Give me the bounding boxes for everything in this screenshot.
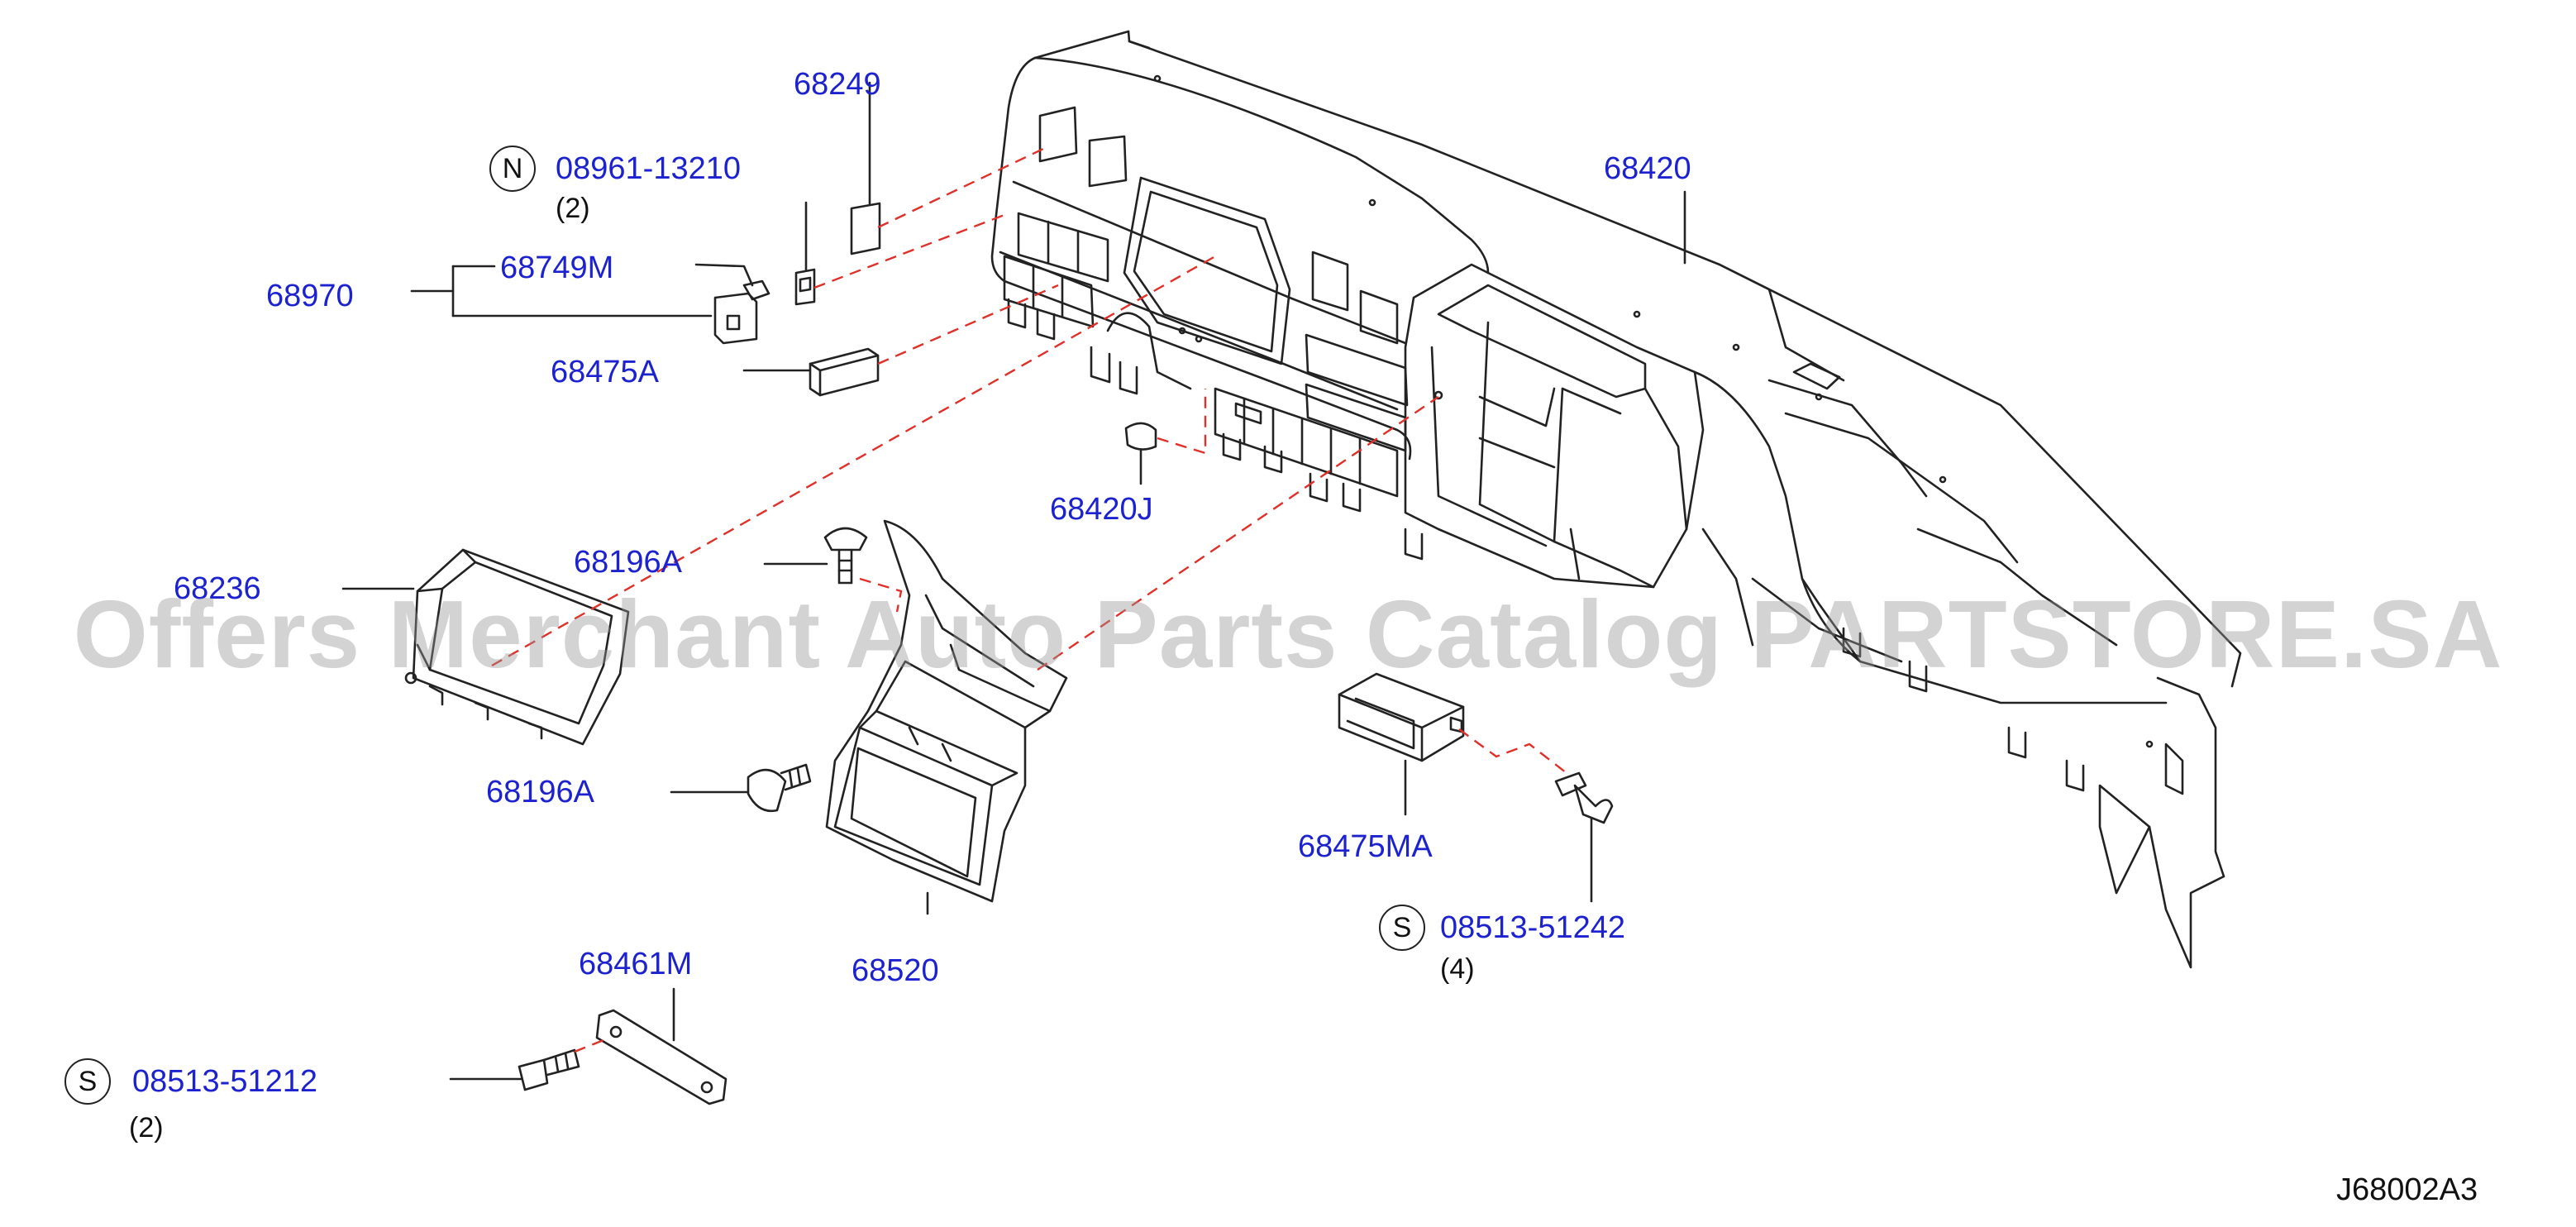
part-label-68970[interactable]: 68970 <box>266 279 354 313</box>
part-label-08961-13210[interactable]: 08961-13210 <box>556 151 741 186</box>
diagram-code: J68002A3 <box>2336 1172 2478 1207</box>
part-label-08513-51242[interactable]: 08513-51242 <box>1440 910 1625 945</box>
part-label-68249[interactable]: 68249 <box>794 67 881 102</box>
badge-s-08513-51242: S <box>1379 905 1425 951</box>
qty-08961-13210: (2) <box>556 193 590 224</box>
badge-s-08513-51212: S <box>64 1058 111 1105</box>
part-label-68420[interactable]: 68420 <box>1604 151 1691 186</box>
screw-68196A-upper-shape <box>823 527 868 551</box>
part-label-68236[interactable]: 68236 <box>174 571 261 606</box>
part-label-68420J[interactable]: 68420J <box>1050 492 1153 527</box>
part-68420J-shape <box>1124 422 1157 451</box>
badge-n-08961: N <box>489 146 536 192</box>
screw-08513-51212-shape <box>518 1058 549 1091</box>
qty-08513-51242: (4) <box>1440 953 1475 985</box>
dashed-alignment-lines <box>491 147 1567 1053</box>
part-label-08513-51212[interactable]: 08513-51212 <box>132 1064 317 1099</box>
instrument-panel-68420 <box>990 30 2242 969</box>
part-clip-shape <box>794 268 816 306</box>
part-label-68475MA[interactable]: 68475MA <box>1298 829 1433 864</box>
part-label-68196A-lower[interactable]: 68196A <box>486 775 595 809</box>
screw-68196A-lower-shape <box>747 768 787 813</box>
part-label-68520[interactable]: 68520 <box>852 953 939 988</box>
part-label-68475A[interactable]: 68475A <box>551 355 660 389</box>
part-label-68196A-upper[interactable]: 68196A <box>574 545 683 580</box>
part-68249-shape <box>850 202 881 255</box>
qty-08513-51212: (2) <box>129 1112 164 1143</box>
part-68970-shape <box>713 292 758 345</box>
part-68461M-shape <box>595 1009 727 1105</box>
part-label-68461M[interactable]: 68461M <box>579 947 693 981</box>
part-68475A-shape <box>809 347 880 397</box>
screw-08513-51242-shape <box>1554 771 1587 797</box>
part-label-68749M[interactable]: 68749M <box>500 251 614 285</box>
part-68236-shape <box>404 548 630 746</box>
part-68520-shape <box>825 519 1068 903</box>
part-68475MA-shape <box>1338 672 1465 762</box>
